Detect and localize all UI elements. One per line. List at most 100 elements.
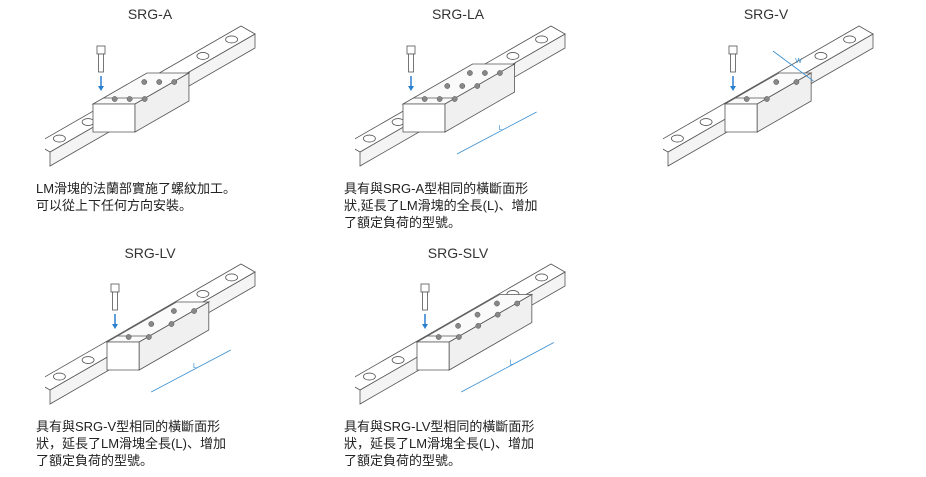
mounting-hole	[467, 70, 473, 76]
dimension-line	[151, 349, 231, 393]
mounting-hole	[171, 308, 177, 314]
rail-hole	[225, 35, 239, 44]
product-title: SRG-LV	[124, 245, 176, 261]
rail-hole	[670, 134, 684, 143]
mounting-hole	[436, 96, 443, 102]
desc-line: 了額定負荷的型號。	[344, 453, 462, 468]
block-side	[138, 301, 210, 371]
bolt-head	[420, 283, 430, 293]
bolt-shank	[112, 291, 118, 311]
rail-hole	[81, 118, 95, 126]
bolt-head	[728, 45, 738, 55]
rail-hole	[843, 35, 857, 44]
product-drawing-srg-a	[45, 25, 256, 167]
rail-hole	[699, 118, 713, 126]
dimension-label: L	[193, 363, 197, 370]
rail-hole	[362, 134, 376, 143]
product-drawing-srg-la: L	[355, 25, 566, 167]
desc-line: 具有與SRG-V型相同的橫斷面形	[36, 419, 221, 434]
rail-hole	[391, 356, 405, 364]
dimension-label: L	[499, 125, 503, 132]
bolt-shank	[730, 53, 736, 73]
product-drawing-srg-slv: L	[355, 263, 566, 405]
mounting-hole	[474, 83, 481, 89]
mounting-hole	[475, 322, 482, 329]
dimension-label: W	[795, 58, 802, 65]
mounting-hole	[459, 83, 466, 89]
desc-line: 狀,延長了LM滑塊的全長(L)、增加	[344, 198, 538, 213]
mounting-hole	[494, 311, 501, 318]
rail-hole	[535, 273, 549, 282]
mounting-hole	[456, 334, 462, 340]
mounting-hole	[773, 79, 780, 85]
rail-hole	[814, 52, 828, 60]
bolt-head	[406, 45, 416, 55]
block-front	[106, 341, 140, 371]
mounting-hole	[497, 70, 503, 76]
desc-line: 狀，延長了LM滑塊全長(L)、增加	[344, 436, 534, 451]
product-description: 具有與SRG-LV型相同的橫斷面形 狀，延長了LM滑塊全長(L)、增加 了額定負…	[344, 418, 584, 469]
block-side	[448, 293, 533, 371]
rail-hole	[196, 290, 210, 298]
desc-line: 可以從上下任何方向安裝。	[36, 198, 193, 213]
rail-hole	[81, 356, 95, 364]
desc-line: 了額定負荷的型號。	[344, 215, 462, 230]
block-front	[92, 103, 136, 133]
block-front	[402, 103, 446, 133]
product-drawing-srg-lv: L	[45, 263, 256, 405]
bolt-shank	[98, 53, 104, 73]
mounting-hole	[148, 321, 155, 327]
rail-hole	[506, 52, 520, 60]
mounting-hole	[141, 96, 148, 102]
mounting-hole	[126, 96, 133, 102]
rail-hole	[535, 35, 549, 44]
arrow-head	[730, 86, 736, 91]
rail-hole	[196, 52, 210, 60]
mounting-hole	[146, 334, 152, 340]
mounting-hole	[482, 70, 488, 76]
mounting-hole	[421, 96, 428, 102]
block-front	[724, 103, 758, 133]
rail-hole	[225, 273, 239, 282]
block-front	[416, 341, 450, 371]
bolt-head	[110, 283, 120, 293]
mounting-hole	[171, 79, 178, 85]
arrow-head	[408, 86, 414, 91]
mounting-hole	[168, 321, 175, 327]
mounting-hole	[764, 96, 770, 102]
rail-hole	[52, 134, 66, 143]
mounting-hole	[141, 79, 148, 85]
dimension-line	[461, 342, 555, 393]
rail-hole	[391, 118, 405, 126]
bolt-shank	[422, 291, 428, 311]
product-title: SRG-V	[743, 6, 789, 22]
product-description: LM滑塊的法蘭部實施了螺紋加工。 可以從上下任何方向安裝。	[36, 180, 276, 214]
product-drawing-srg-v: W	[663, 25, 874, 167]
product-title: SRG-LA	[431, 6, 485, 22]
mounting-hole	[125, 334, 132, 340]
mounting-hole	[455, 322, 461, 329]
desc-line: 了額定負荷的型號。	[36, 453, 154, 468]
mounting-hole	[743, 96, 750, 102]
desc-line: 具有與SRG-A型相同的橫斷面形	[344, 181, 529, 196]
bolt-head	[96, 45, 106, 55]
block-side	[444, 63, 516, 133]
mounting-hole	[111, 96, 118, 102]
mounting-hole	[451, 96, 458, 102]
mounting-hole	[793, 79, 800, 85]
dimension-label: L	[510, 359, 514, 366]
arrow-head	[98, 86, 104, 91]
product-title: SRG-SLV	[427, 245, 489, 261]
desc-line: 狀，延長了LM滑塊全長(L)、增加	[36, 436, 226, 451]
product-description: 具有與SRG-A型相同的橫斷面形 狀,延長了LM滑塊的全長(L)、增加 了額定負…	[344, 180, 584, 231]
block-side	[756, 72, 812, 133]
rail-hole	[362, 372, 376, 381]
arrow-head	[112, 324, 118, 329]
mounting-hole	[156, 79, 163, 85]
mounting-hole	[474, 311, 481, 318]
mounting-hole	[435, 334, 442, 340]
desc-line: 具有與SRG-LV型相同的橫斷面形	[344, 419, 535, 434]
dimension-line	[772, 50, 814, 82]
product-title: SRG-A	[127, 6, 173, 22]
desc-line: LM滑塊的法蘭部實施了螺紋加工。	[36, 181, 237, 196]
